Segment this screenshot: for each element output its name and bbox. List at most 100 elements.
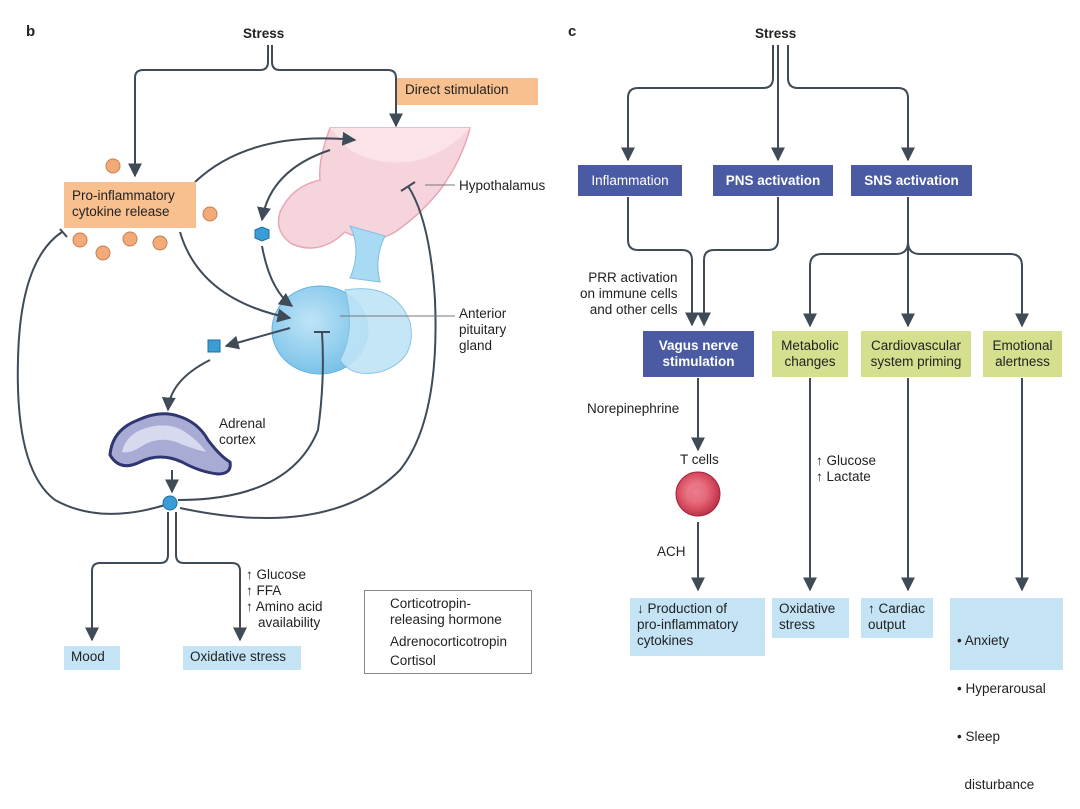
panel-b-label: b (26, 23, 36, 40)
glucose-line: ↑ Glucose (816, 453, 877, 468)
stress-label-b: Stress (243, 26, 285, 41)
crh-hexagon (254, 226, 270, 242)
legend-crh-line-1: Corticotropin- (390, 596, 472, 611)
oxidative-stress-label-b: Oxidative stress (190, 649, 287, 664)
adrenal-cortex-label: Adrenal cortex (219, 416, 266, 448)
ach-label: ACH (657, 544, 686, 559)
cytokine-dot (105, 158, 121, 174)
availability-line-2: ↑ FFA (246, 583, 282, 598)
arrow-acth-to-adrenal (161, 359, 211, 412)
t-cells-label: T cells (680, 452, 719, 467)
hypothalamus-label: Hypothalamus (459, 178, 546, 193)
prr-line-1: PRR activation (588, 270, 678, 285)
inhibit-bar-cytokines (59, 228, 68, 238)
arrow-sns-to-emotional (907, 241, 1029, 328)
legend-cortisol-label: Cortisol (390, 653, 436, 668)
feedback-cortisol-to-cytokines (16, 231, 166, 515)
vagus-line-2: stimulation (662, 354, 735, 369)
emotional-line-2: alertness (995, 354, 1050, 369)
arrow-cortisol-to-mood (85, 512, 169, 642)
posterior-pituitary (339, 288, 412, 374)
cytokine-release-box: Pro-inflammatory cytokine release (64, 182, 196, 228)
arrow-cytokines-to-hypothalamus (194, 131, 357, 183)
outcome-disturbance: disturbance (957, 777, 1035, 792)
prr-line-3: and other cells (589, 302, 678, 317)
lactate-line: ↑ Lactate (816, 469, 871, 484)
hormone-legend (364, 590, 532, 674)
cytokine-line-1: Pro-inflammatory (72, 188, 175, 203)
prr-activation-label: PRR activation on immune cells and other… (580, 270, 678, 318)
inflammation-label: Inflammation (591, 172, 669, 188)
cytokine-line-2: cytokine release (72, 204, 170, 219)
mood-label: Mood (71, 649, 105, 664)
arrow-stress-to-sns (787, 45, 915, 162)
arrow-stress-to-inflammation (621, 45, 774, 162)
arrow-stress-to-hypothalamus (271, 45, 403, 128)
sns-activation-label: SNS activation (864, 172, 959, 188)
availability-label: ↑ Glucose ↑ FFA ↑ Amino acid availabilit… (246, 567, 323, 631)
vagus-line-1: Vagus nerve (658, 338, 739, 353)
feedback-cortisol-to-pituitary (177, 331, 324, 501)
outcome-hyperarousal: • Hyperarousal (957, 681, 1046, 696)
adrenal-cortex-inner (122, 425, 206, 453)
arrow-sns-to-metabolic (803, 241, 909, 328)
cardiac-line-2: output (868, 617, 906, 632)
oxidative-line-1: Oxidative (779, 601, 836, 616)
production-line-2: pro-inflammatory (637, 617, 739, 632)
arrow-pns-to-vagus (697, 197, 779, 327)
cytokine-dot (152, 235, 168, 251)
outcome-anxiety: • Anxiety (957, 633, 1010, 648)
metabolic-line-1: Metabolic (781, 338, 839, 353)
arrow-hypothalamus-to-crh (257, 149, 331, 222)
feedback-cortisol-to-hypothalamus (179, 185, 437, 520)
panel-c-label: c (568, 23, 577, 40)
legend-crh-label: Corticotropin- releasing hormone (390, 596, 502, 628)
pituitary-stalk (349, 225, 386, 283)
metabolic-line-2: changes (784, 354, 836, 369)
arrow-pituitary-to-acth (224, 327, 291, 350)
acth-square (207, 339, 221, 353)
adrenal-cortex-shape (108, 412, 232, 476)
sns-activation-box: SNS activation (851, 165, 972, 196)
cardiac-output-box: ↑ Cardiac output (861, 598, 933, 638)
pituitary-line-3: gland (459, 338, 493, 353)
prr-line-2: on immune cells (580, 286, 678, 301)
arrow-crh-to-pituitary (261, 245, 294, 307)
adrenal-line-1: Adrenal (219, 416, 266, 431)
cytokine-dot (122, 231, 138, 247)
t-cell-nucleus (689, 485, 707, 503)
panel-b-graphics (128, 45, 403, 178)
direct-stimulation-label: Direct stimulation (405, 82, 509, 97)
cytokine-dot (95, 245, 111, 261)
norepinephrine-label: Norepinephrine (587, 401, 680, 416)
direct-stimulation-box: Direct stimulation (397, 78, 538, 105)
arrow-stress-to-cytokines (128, 45, 269, 178)
inflammation-box: Inflammation (578, 165, 682, 196)
mood-box: Mood (64, 646, 120, 670)
glucose-lactate-label: ↑ Glucose ↑ Lactate (816, 453, 876, 485)
legend-acth-label: Adrenocorticotropin (390, 634, 508, 649)
cytokine-dot (202, 206, 218, 222)
legend-crh-line-2: releasing hormone (390, 612, 502, 627)
pns-activation-box: PNS activation (713, 165, 833, 196)
pituitary-line-2: pituitary (459, 322, 507, 337)
emotional-line-1: Emotional (992, 338, 1053, 353)
vagus-nerve-box: Vagus nerve stimulation (643, 331, 754, 377)
arrow-cytokines-to-pituitary (179, 231, 292, 323)
availability-line-4: availability (258, 615, 321, 630)
cardiovascular-box: Cardiovascular system priming (861, 331, 971, 377)
emotional-outcomes-box: • Anxiety • Hyperarousal • Sleep disturb… (950, 598, 1063, 792)
stress-label-c: Stress (755, 26, 797, 41)
cytokine-dot (72, 232, 88, 248)
cardiac-line-1: ↑ Cardiac (868, 601, 926, 616)
cardio-line-2: system priming (870, 354, 962, 369)
cardio-line-1: Cardiovascular (870, 338, 962, 353)
diagram-artwork (16, 45, 1029, 667)
production-line-3: cytokines (637, 633, 694, 648)
production-line-1: ↓ Production of (637, 601, 728, 616)
production-box: ↓ Production of pro-inflammatory cytokin… (630, 598, 765, 656)
anterior-pituitary-label: Anterior pituitary gland (459, 306, 506, 354)
arrow-inflammation-to-vagus (627, 197, 699, 327)
hypothalamus-highlight (330, 128, 470, 163)
pns-activation-label: PNS activation (725, 172, 821, 188)
